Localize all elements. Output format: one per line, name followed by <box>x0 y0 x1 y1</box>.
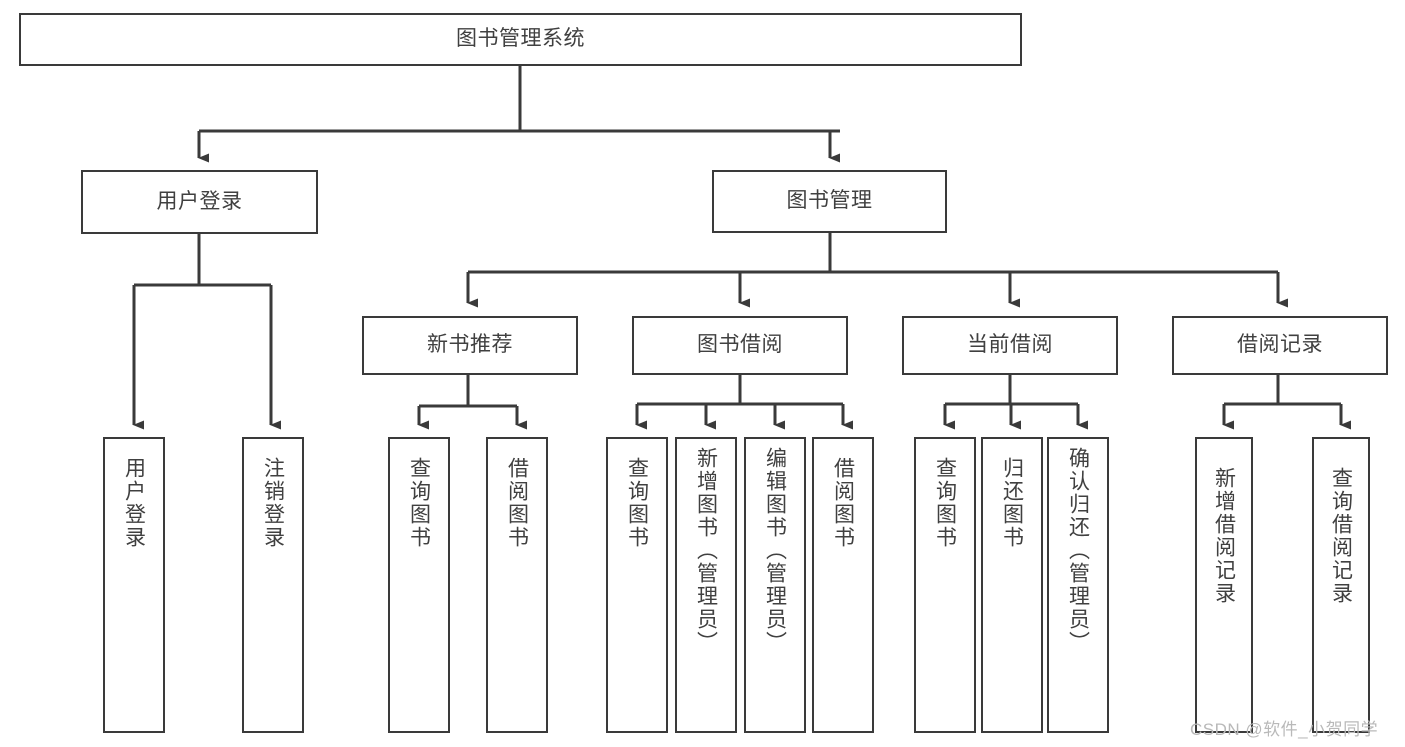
node-leaf-query-book-3[interactable]: 查询图书 <box>914 437 976 733</box>
node-current-borrow[interactable]: 当前借阅 <box>902 316 1118 375</box>
node-book-management-label: 图书管理 <box>786 189 873 213</box>
node-leaf-query-record-label: 查询借阅记录 <box>1329 467 1353 605</box>
node-book-borrow[interactable]: 图书借阅 <box>632 316 848 375</box>
node-leaf-query-book-3-label: 查询图书 <box>933 457 957 549</box>
node-leaf-confirm-return[interactable]: 确认归还（管理员） <box>1047 437 1109 733</box>
node-leaf-add-record-label: 新增借阅记录 <box>1212 467 1236 605</box>
node-leaf-borrow-book-2-label: 借阅图书 <box>831 457 855 549</box>
node-new-book-recommend[interactable]: 新书推荐 <box>362 316 578 375</box>
node-leaf-query-book-2-label: 查询图书 <box>625 457 649 549</box>
node-borrow-record-label: 借阅记录 <box>1237 333 1323 357</box>
node-leaf-query-record[interactable]: 查询借阅记录 <box>1312 437 1370 733</box>
node-leaf-return-book-label: 归还图书 <box>1000 457 1024 549</box>
node-leaf-borrow-book-2[interactable]: 借阅图书 <box>812 437 874 733</box>
node-leaf-query-book-1-label: 查询图书 <box>407 457 431 549</box>
node-leaf-query-book-1[interactable]: 查询图书 <box>388 437 450 733</box>
node-book-borrow-label: 图书借阅 <box>697 333 783 357</box>
node-root[interactable]: 图书管理系统 <box>19 13 1022 66</box>
node-leaf-query-book-2[interactable]: 查询图书 <box>606 437 668 733</box>
node-leaf-confirm-return-label: 确认归还（管理员） <box>1066 447 1090 654</box>
node-borrow-record[interactable]: 借阅记录 <box>1172 316 1388 375</box>
node-book-management[interactable]: 图书管理 <box>712 170 947 233</box>
node-leaf-logout-login[interactable]: 注销登录 <box>242 437 304 733</box>
node-leaf-add-record[interactable]: 新增借阅记录 <box>1195 437 1253 733</box>
node-leaf-edit-book-label: 编辑图书（管理员） <box>763 447 787 654</box>
node-leaf-user-login-label: 用户登录 <box>122 457 146 549</box>
node-leaf-edit-book[interactable]: 编辑图书（管理员） <box>744 437 806 733</box>
node-root-label: 图书管理系统 <box>456 27 585 51</box>
node-leaf-user-login[interactable]: 用户登录 <box>103 437 165 733</box>
node-leaf-add-book[interactable]: 新增图书（管理员） <box>675 437 737 733</box>
node-leaf-return-book[interactable]: 归还图书 <box>981 437 1043 733</box>
node-current-borrow-label: 当前借阅 <box>967 333 1053 357</box>
node-leaf-borrow-book-1[interactable]: 借阅图书 <box>486 437 548 733</box>
node-leaf-add-book-label: 新增图书（管理员） <box>694 447 718 654</box>
node-new-book-recommend-label: 新书推荐 <box>427 333 513 357</box>
node-leaf-logout-login-label: 注销登录 <box>261 457 285 549</box>
node-leaf-borrow-book-1-label: 借阅图书 <box>505 457 529 549</box>
node-user-login[interactable]: 用户登录 <box>81 170 318 234</box>
node-user-login-label: 用户登录 <box>156 189 243 213</box>
